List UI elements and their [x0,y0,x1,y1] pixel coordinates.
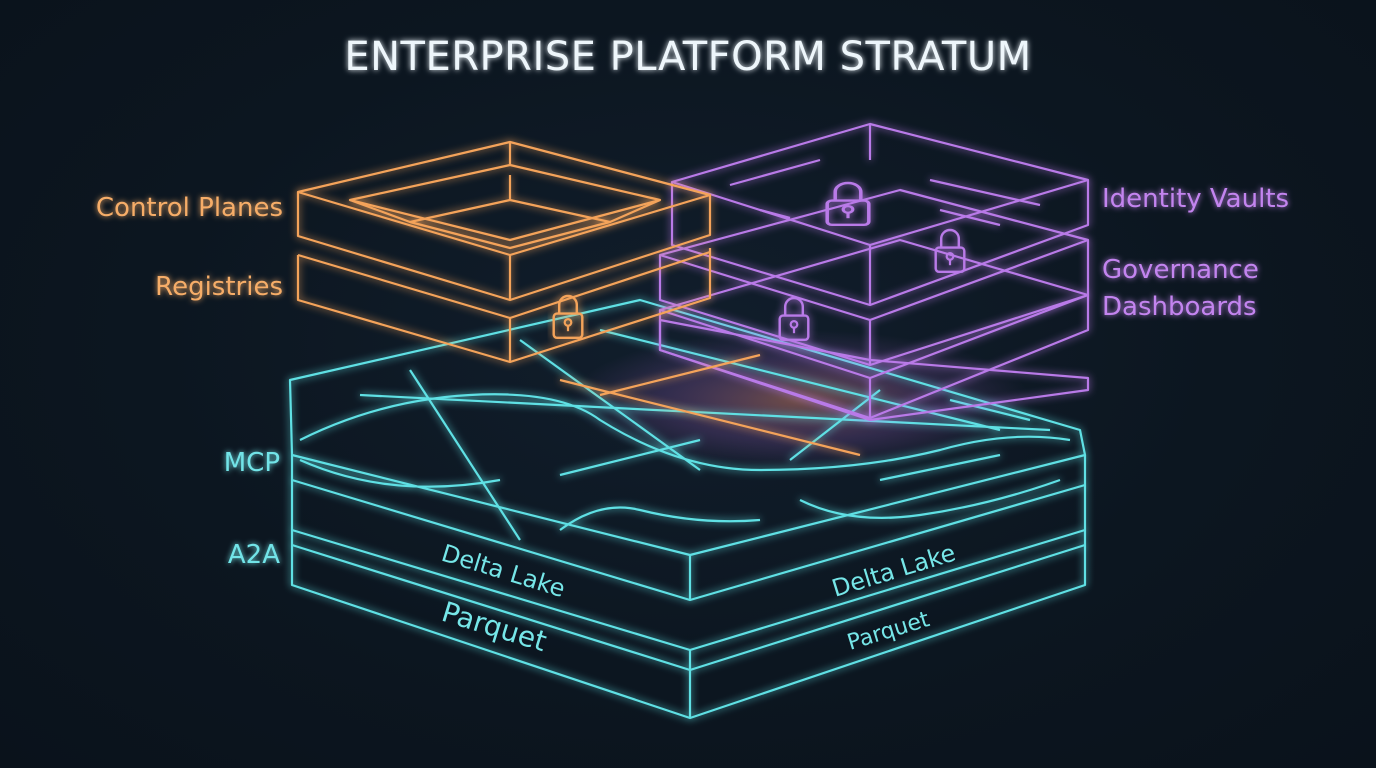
face-label-delta-lake-right: Delta Lake [829,539,959,603]
face-label-parquet-left: Parquet [438,595,550,658]
label-a2a: A2A [228,540,280,570]
label-dashboards: Dashboards [1102,292,1257,322]
label-mcp: MCP [224,448,280,478]
label-governance: Governance [1102,255,1259,285]
label-registries: Registries [155,272,283,302]
purple-locks [780,183,965,340]
label-identity-vaults: Identity Vaults [1102,184,1289,214]
page-title: ENTERPRISE PLATFORM STRATUM [344,34,1031,80]
face-label-parquet-right: Parquet [844,607,932,656]
label-control-planes: Control Planes [96,193,283,223]
